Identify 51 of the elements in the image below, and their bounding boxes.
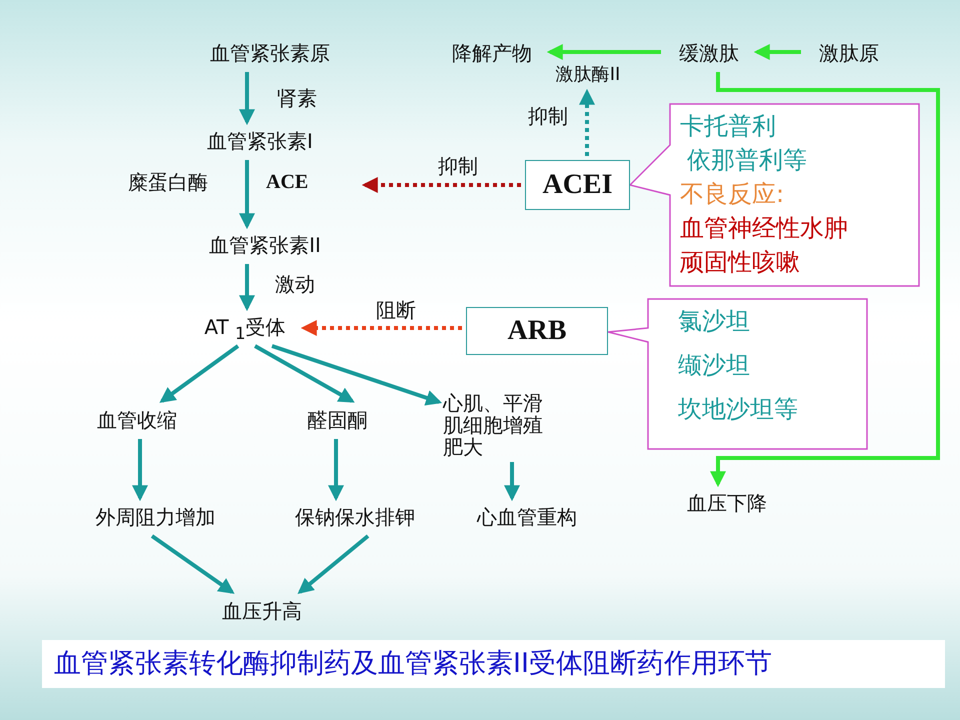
- arrow: [710, 72, 940, 488]
- arrow: [239, 72, 255, 126]
- term-label: 血管紧张素I: [185, 126, 335, 156]
- edge-label: 阻断: [376, 298, 416, 322]
- term-label: 激肽酶II: [548, 62, 628, 88]
- edge-label: ACE: [266, 170, 308, 194]
- term-label: 血管紧张素II: [185, 230, 345, 260]
- arrow: [239, 264, 255, 312]
- term-label: 血管紧张素原: [180, 38, 360, 68]
- arrow: [754, 44, 801, 60]
- term-label: 醛固酮: [290, 405, 385, 435]
- arrow: [546, 44, 661, 60]
- arrow: [239, 160, 255, 230]
- term-label: 血压升高: [212, 596, 312, 626]
- term-label: AT $_{1}$受体: [190, 312, 300, 342]
- arrow: [362, 177, 521, 193]
- enzyme-label: 糜蛋白酶: [128, 170, 208, 194]
- edge-label: 抑制: [438, 154, 478, 178]
- edge-label: 激动: [275, 272, 315, 296]
- edge-label: 抑制: [528, 104, 568, 128]
- term-label: 外周阻力增加: [78, 502, 233, 532]
- arrow: [579, 88, 595, 156]
- callout-text: 卡托普利: [680, 111, 776, 141]
- term-label: 激肽原: [805, 38, 893, 68]
- callout-text: 氯沙坦: [678, 306, 750, 336]
- term-label: 保钠保水排钾: [280, 502, 430, 532]
- arrow: [504, 462, 520, 502]
- term-label: 心血管重构: [462, 502, 592, 532]
- drug-class-box: ARB: [466, 307, 608, 355]
- arrow: [300, 320, 462, 336]
- callout-text: 依那普利等: [687, 145, 807, 175]
- term-label: 血压下降: [672, 488, 782, 518]
- callout-text: 不良反应:: [680, 179, 784, 209]
- callout-text: 缬沙坦: [678, 350, 750, 380]
- edge-label: 肾素: [277, 86, 317, 110]
- term-label: 缓激肽: [665, 38, 753, 68]
- arrow: [132, 439, 148, 502]
- arrow: [254, 344, 355, 403]
- term-label: 降解产物: [438, 38, 546, 68]
- callout-text: 顽固性咳嗽: [680, 247, 800, 277]
- callout-text: 坎地沙坦等: [678, 394, 798, 424]
- caption-banner: 血管紧张素转化酶抑制药及血管紧张素II受体阻断药作用环节: [42, 640, 945, 688]
- arrow: [271, 344, 442, 406]
- arrow: [159, 344, 240, 403]
- arrow: [298, 534, 370, 594]
- drug-class-box: ACEI: [525, 160, 630, 210]
- arrow: [328, 439, 344, 502]
- arrow: [150, 534, 235, 594]
- callout-text: 血管神经性水肿: [680, 213, 848, 243]
- term-label: 血管收缩: [82, 405, 192, 435]
- term-label: 心肌、平滑肌细胞增殖肥大: [443, 392, 551, 458]
